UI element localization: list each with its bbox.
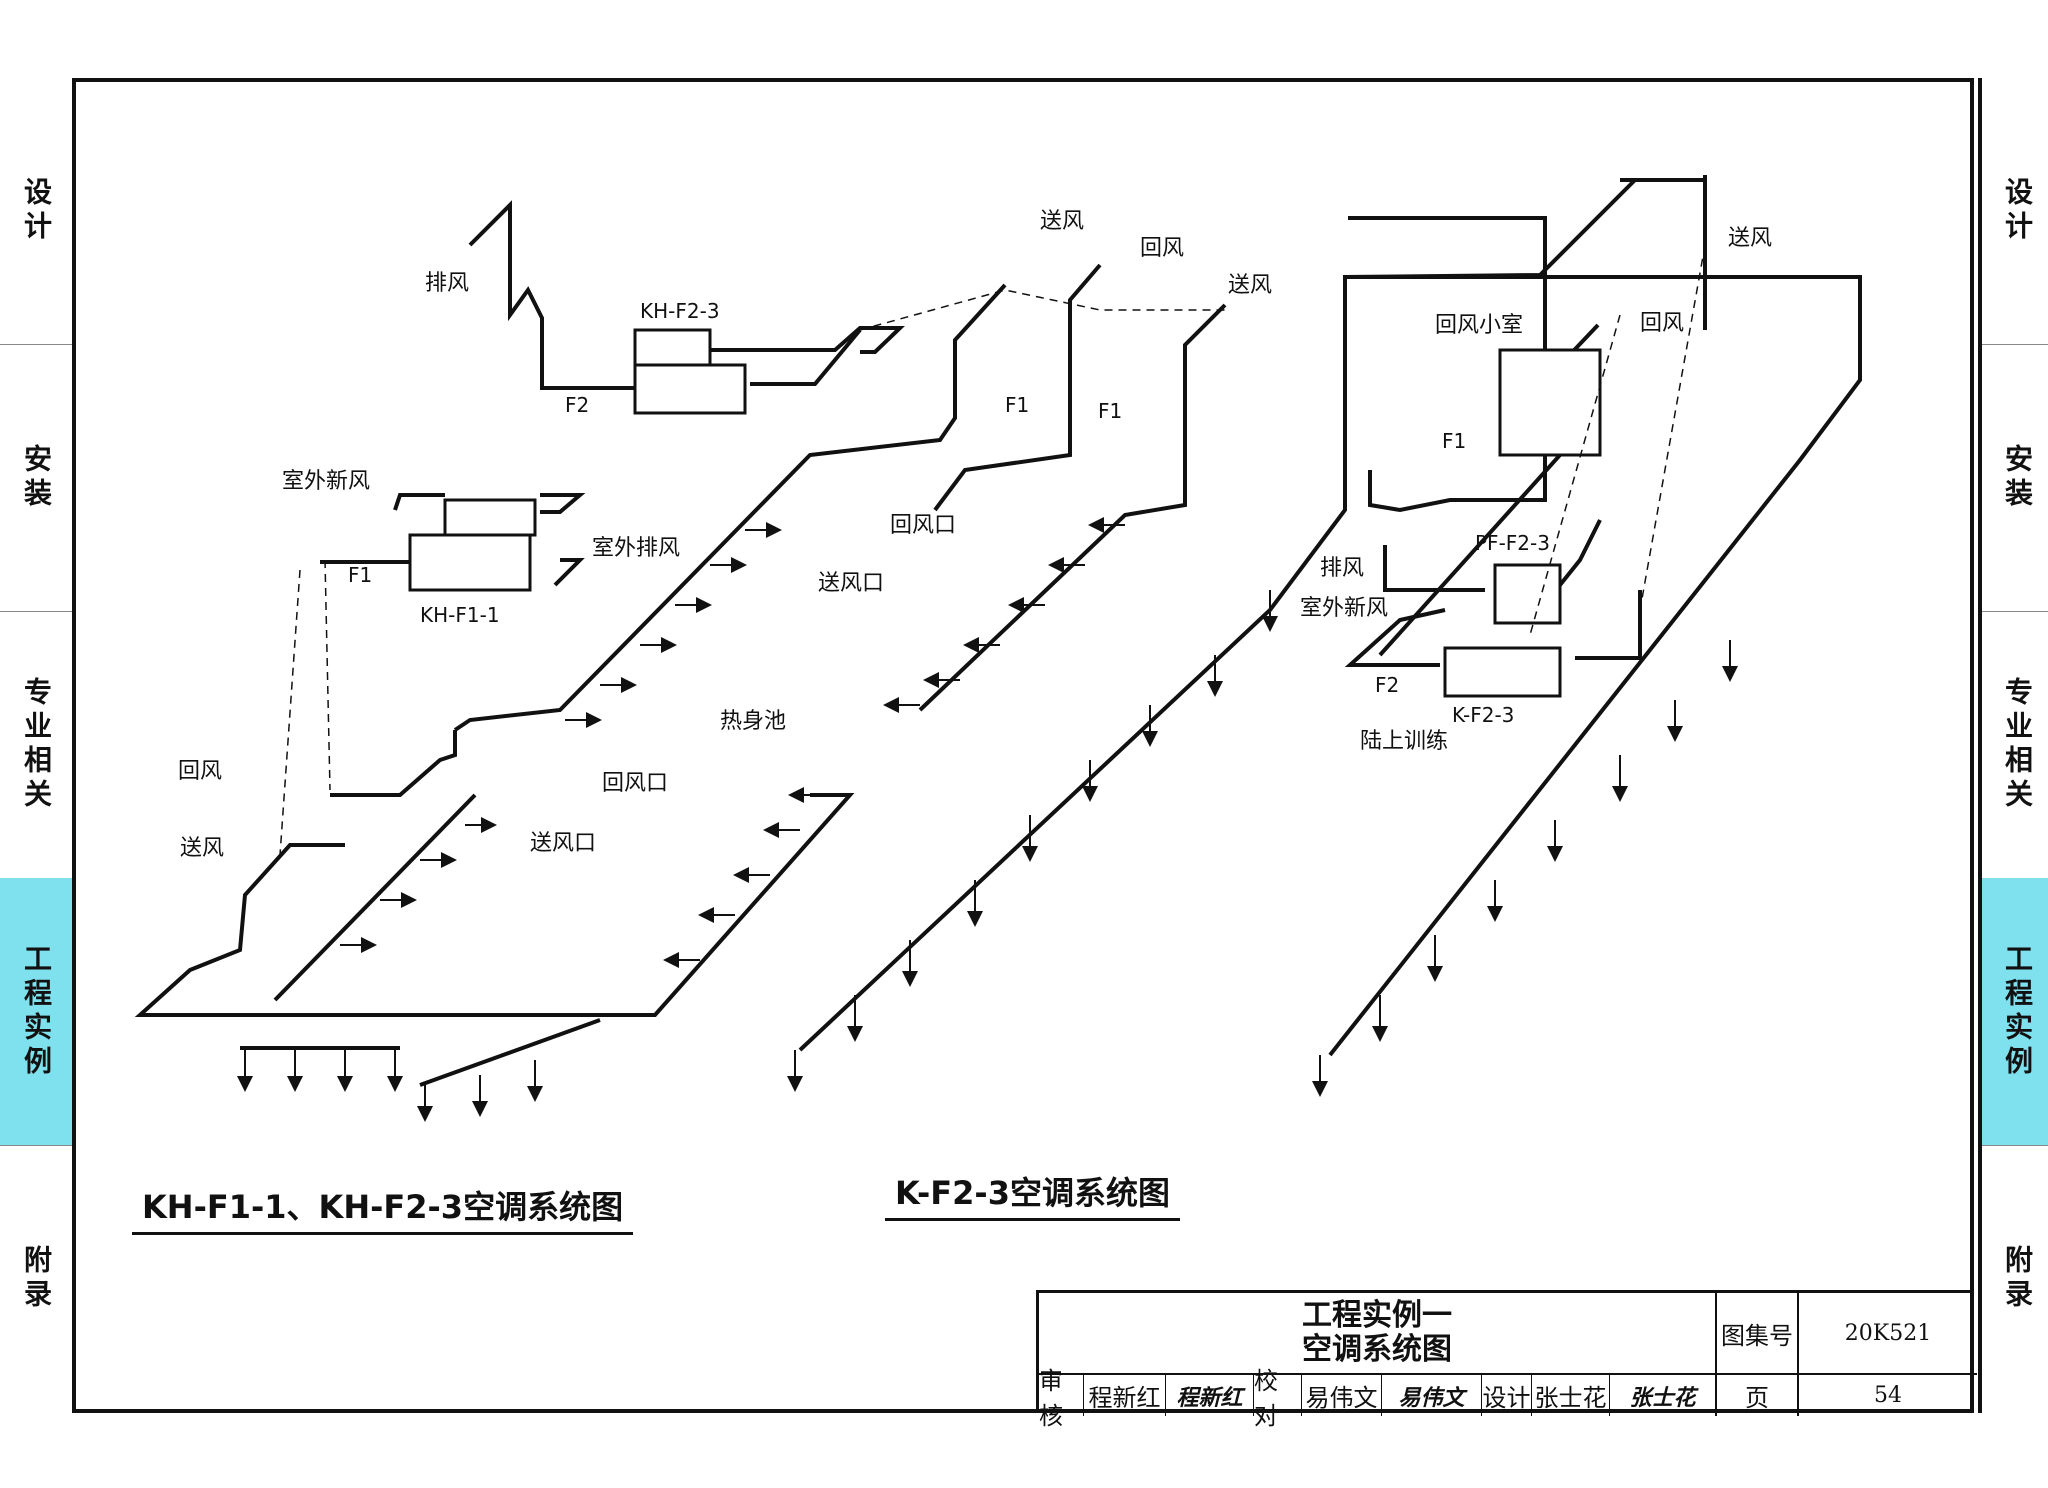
label-return-inlet-mid: 回风口 (602, 771, 668, 796)
caption-right: K-F2-3空调系统图 (885, 1168, 1180, 1221)
side-tab-related[interactable]: 专业相关 (0, 611, 72, 879)
side-tab-appendix-right[interactable]: 附录 (2001, 1245, 2034, 1313)
drawing-title: 工程实例一 空调系统图 (1039, 1293, 1717, 1375)
review-label: 审核 (1039, 1367, 1084, 1430)
page-label: 页 (1717, 1375, 1799, 1416)
lower-unit-duct (393, 493, 586, 587)
unit-kh-f2-3-bottom (633, 363, 747, 415)
page-number: 54 (1874, 1383, 1902, 1408)
dashed-link-3 (324, 559, 331, 791)
reviewer-signature: 程新红 (1166, 1375, 1254, 1416)
checker-signature: 易伟文 (1382, 1375, 1482, 1416)
design-label: 设计 (1482, 1375, 1532, 1416)
side-tab-install-right[interactable]: 安装 (1982, 344, 2048, 612)
reviewer: 程新红 (1084, 1375, 1166, 1416)
atlas-label: 图集号 (1717, 1293, 1799, 1375)
lower-left-loop (134, 793, 855, 1017)
label-supply-top2: 送风 (1228, 273, 1272, 298)
label-f2: F2 (565, 393, 589, 417)
side-tab-related-right[interactable]: 专业相关 (1982, 611, 2048, 879)
title-line-2: 空调系统图 (1302, 1332, 1452, 1367)
label-right-f1: F1 (1442, 429, 1466, 453)
exhaust-duct (468, 200, 635, 390)
side-tab-design-right[interactable]: 设计 (1982, 78, 2048, 345)
side-tab-design[interactable]: 设计 (0, 78, 72, 345)
upper-unit-supply-duct (710, 326, 905, 354)
label-exhaust: 排风 (425, 271, 469, 296)
label-outdoor-exhaust: 室外排风 (592, 536, 680, 561)
label-unit-kh-f1-1: KH-F1-1 (420, 603, 500, 627)
unit-kh-f1-1-top (443, 498, 537, 537)
drawing-frame (72, 78, 1974, 1413)
label-f1-c: F1 (348, 563, 372, 587)
supply-riser-3 (918, 303, 1227, 712)
outer-box (1328, 275, 1862, 1057)
inner-supply (273, 793, 477, 1002)
branch-header-2 (419, 1018, 601, 1087)
designer-signature: 张士花 (1610, 1375, 1717, 1416)
dashed-link-5 (1639, 244, 1706, 611)
label-outdoor-fresh-air: 室外新风 (282, 469, 370, 494)
side-tab-install[interactable]: 安装 (0, 344, 72, 612)
label-return-left: 回风 (178, 759, 222, 784)
label-return-top: 回风 (1140, 236, 1184, 261)
unit-k-f2-3 (1443, 646, 1562, 698)
label-f1-a: F1 (1005, 393, 1029, 417)
unit-kh-f1-1-bottom (408, 533, 532, 592)
label-right-return: 回风 (1640, 311, 1684, 336)
unit-kh-f2-3-top (633, 328, 712, 367)
return-branch (330, 730, 457, 797)
return-room-box (1498, 348, 1602, 457)
unit-pf-f2-3 (1493, 563, 1562, 625)
label-supply-left: 送风 (180, 836, 224, 861)
label-supply-outlet-mid: 送风口 (818, 571, 884, 596)
label-supply-top: 送风 (1040, 209, 1084, 234)
dashed-link-1 (859, 289, 1225, 331)
label-unit-pf-f2-3: PF-F2-3 (1475, 531, 1550, 555)
checker: 易伟文 (1302, 1375, 1382, 1416)
title-block: 工程实例一 空调系统图 图集号 20K521 审核 程新红 程新红 校对 易伟文… (1036, 1290, 1977, 1430)
outer-box-left (798, 175, 1707, 1052)
upper-unit-supply-duct-2 (750, 328, 862, 386)
check-label: 校对 (1254, 1367, 1302, 1430)
label-right-outdoor-fresh-air: 室外新风 (1300, 596, 1388, 621)
label-return-inlet-top: 回风口 (890, 513, 956, 538)
label-supply-outlet-low: 送风口 (530, 831, 596, 856)
right-side-tabs: 设计 安装 专业相关 工程实例 附录 (1978, 78, 2048, 1413)
designer: 张士花 (1532, 1375, 1610, 1416)
label-warmup-pool: 热身池 (720, 709, 786, 734)
caption-left: KH-F1-1、KH-F2-3空调系统图 (132, 1182, 634, 1235)
side-tab-examples-right[interactable]: 工程实例 (1982, 878, 2048, 1146)
label-f1-b: F1 (1098, 399, 1122, 423)
atlas-number: 20K521 (1799, 1293, 1977, 1375)
label-land-training: 陆上训练 (1360, 729, 1448, 754)
label-unit-kh-f2-3: KH-F2-3 (640, 299, 720, 323)
dashed-link-2 (279, 569, 301, 856)
label-right-exhaust: 排风 (1320, 556, 1364, 581)
label-right-supply: 送风 (1728, 226, 1772, 251)
supply-riser-1 (453, 283, 1007, 732)
label-unit-k-f2-3: K-F2-3 (1452, 703, 1514, 727)
return-room-duct (1348, 216, 1547, 513)
label-right-f2: F2 (1375, 673, 1399, 697)
fresh-air-branch (1344, 608, 1446, 667)
title-line-1: 工程实例一 (1302, 1298, 1452, 1333)
side-tab-examples[interactable]: 工程实例 (0, 878, 72, 1146)
exhaust-branch (1383, 545, 1485, 592)
side-tab-appendix[interactable]: 附录 (20, 1245, 53, 1313)
supply-riser-2 (933, 263, 1102, 512)
label-return-room: 回风小室 (1435, 313, 1523, 338)
